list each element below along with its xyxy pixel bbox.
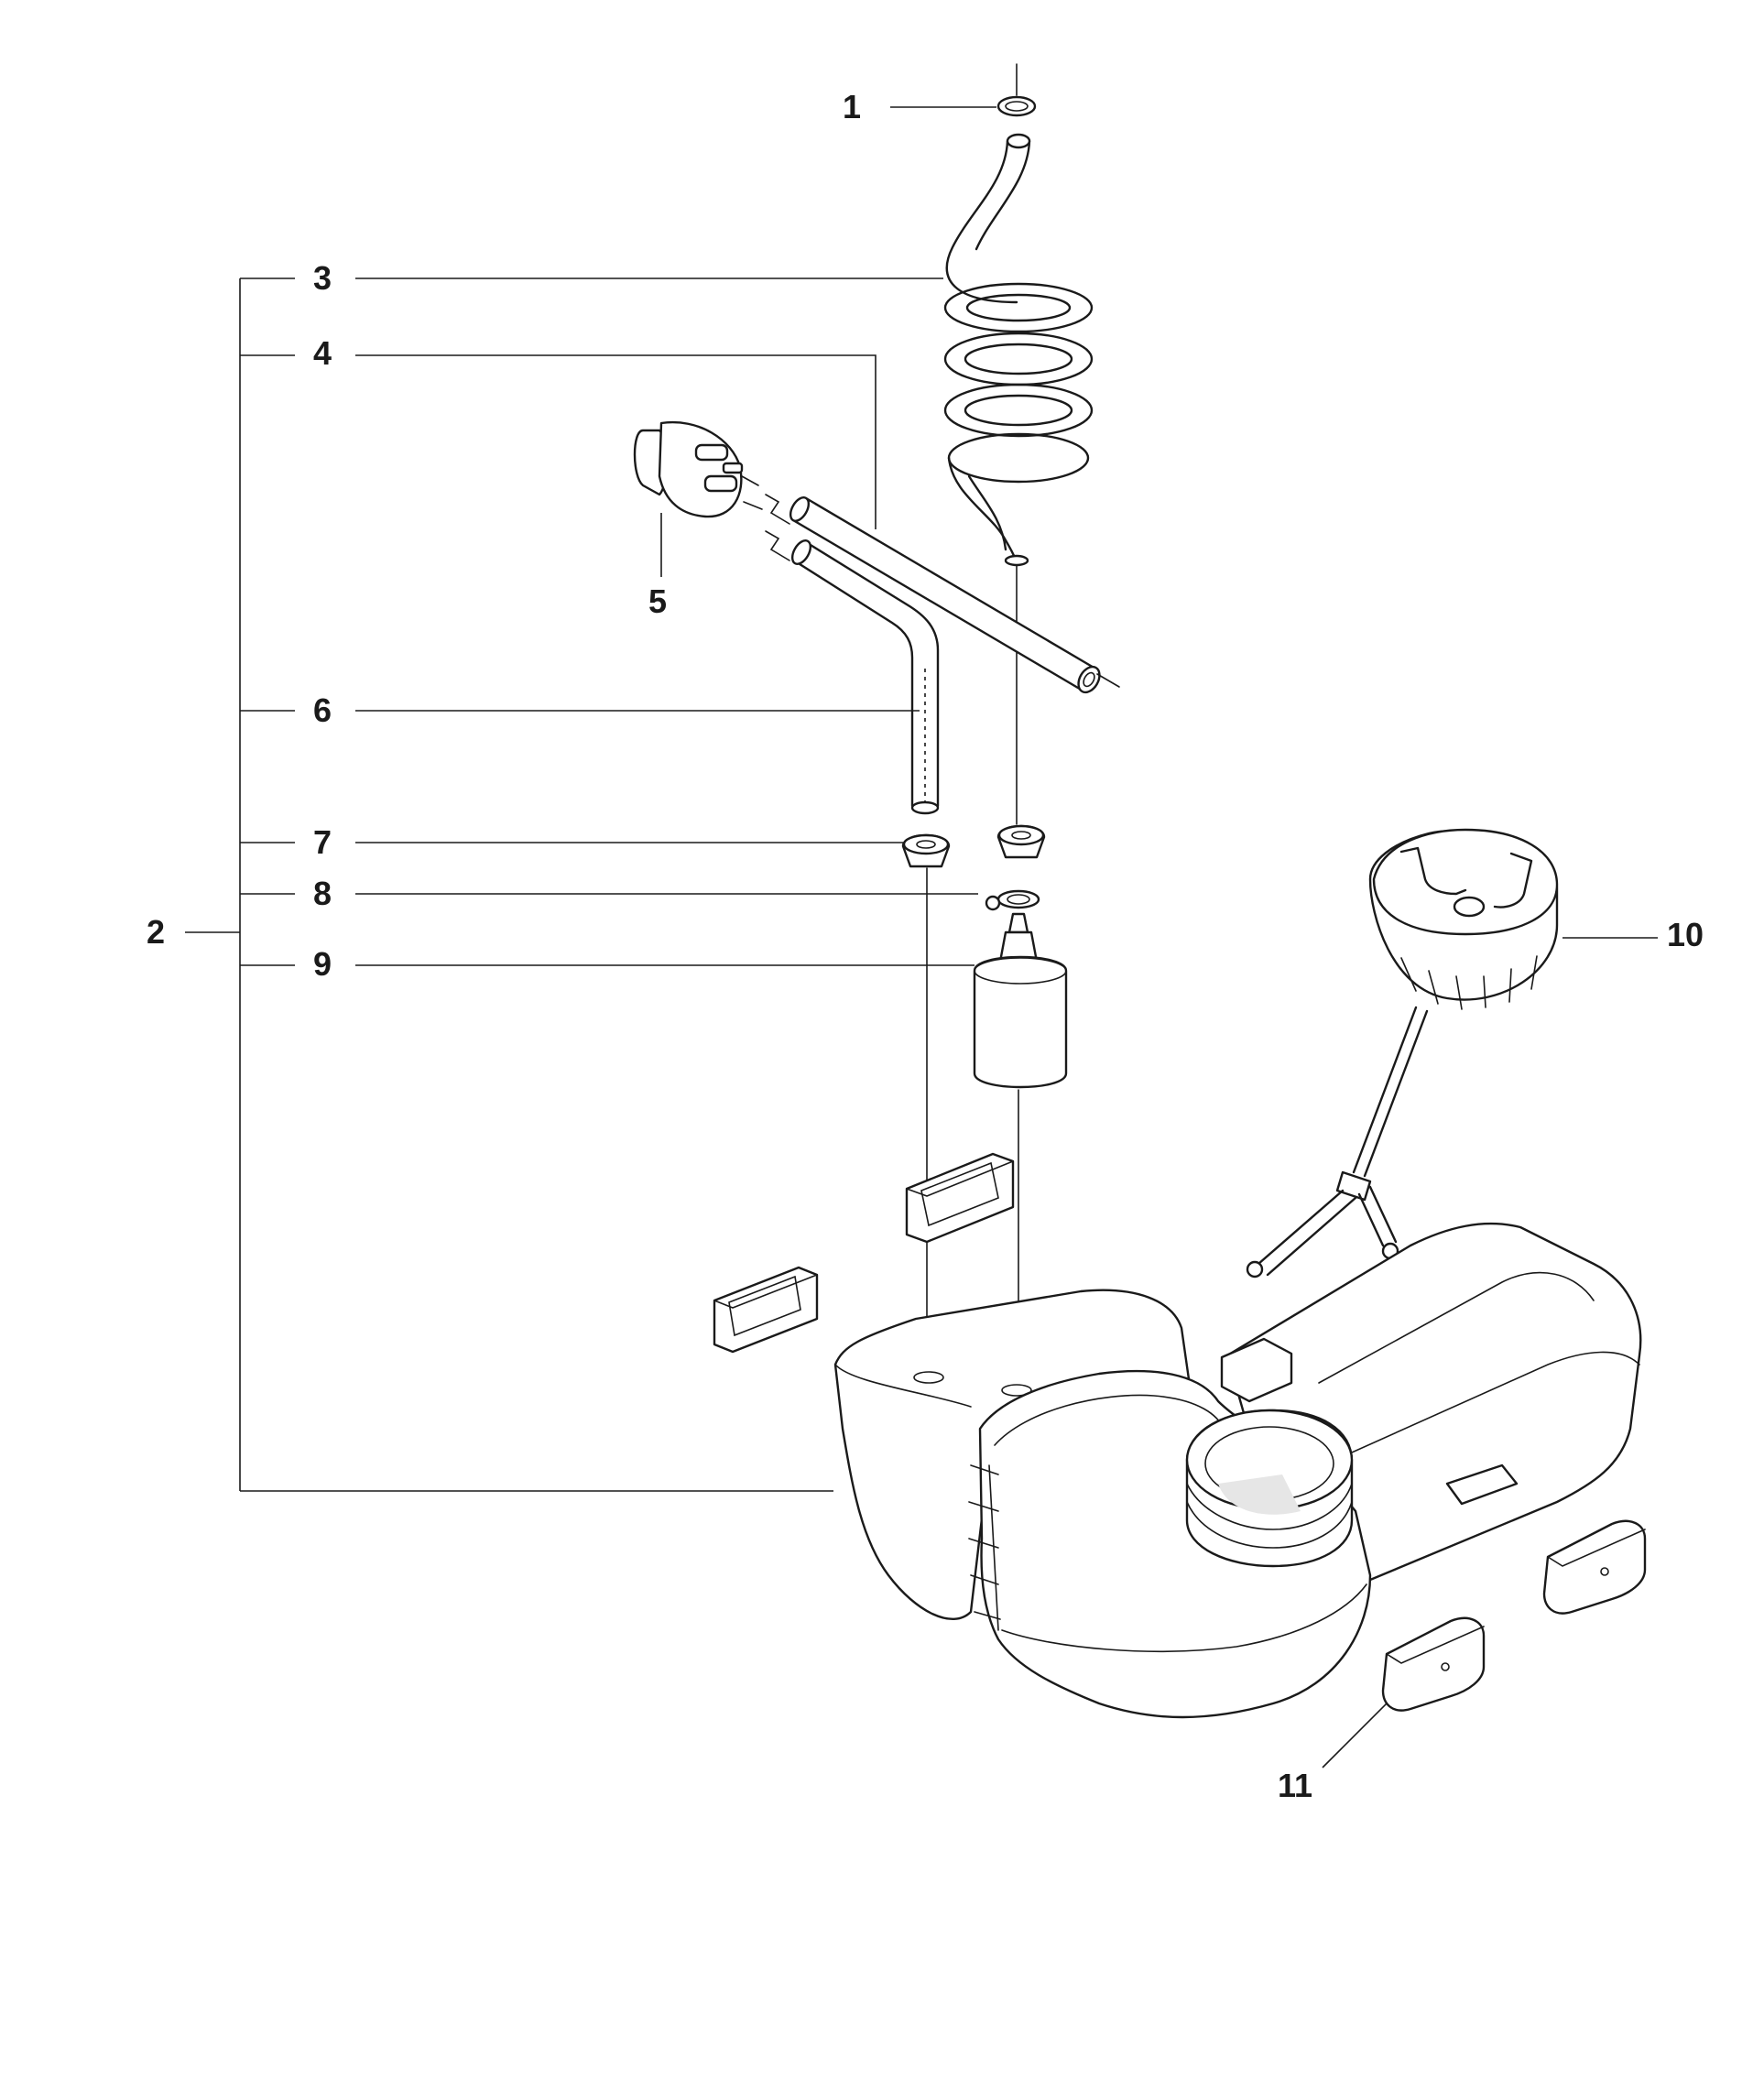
rubber-mount-left — [713, 1266, 819, 1354]
grommet-part-7 — [901, 824, 1046, 1392]
rubber-mount-part-11 — [1381, 1519, 1647, 1712]
tank-vent-part-5 — [633, 420, 763, 518]
callout-5: 5 — [648, 582, 667, 620]
callout-6: 6 — [313, 691, 332, 729]
o-ring-part-1 — [996, 63, 1037, 117]
fuel-tank-part-2 — [833, 1222, 1642, 1719]
callout-8: 8 — [313, 875, 332, 912]
suction-hose-part-6 — [765, 530, 940, 815]
leader-lines — [185, 106, 1658, 1768]
callout-7: 7 — [313, 823, 332, 861]
callout-3: 3 — [313, 259, 332, 297]
callout-1: 1 — [843, 88, 861, 125]
hose-clamp-part-8 — [985, 889, 1040, 911]
callout-4: 4 — [313, 334, 332, 372]
fuel-filter-part-9 — [973, 912, 1068, 1410]
coiled-fuel-hose-part-3 — [943, 133, 1094, 825]
callout-9: 9 — [313, 945, 332, 983]
callout-10: 10 — [1667, 916, 1704, 953]
callout-11: 11 — [1278, 1767, 1312, 1804]
rubber-mount-upper — [905, 1152, 1015, 1244]
callout-2: 2 — [147, 913, 165, 951]
vent-hose-part-4 — [765, 494, 1120, 694]
fuel-cap-part-10 — [1246, 828, 1559, 1278]
